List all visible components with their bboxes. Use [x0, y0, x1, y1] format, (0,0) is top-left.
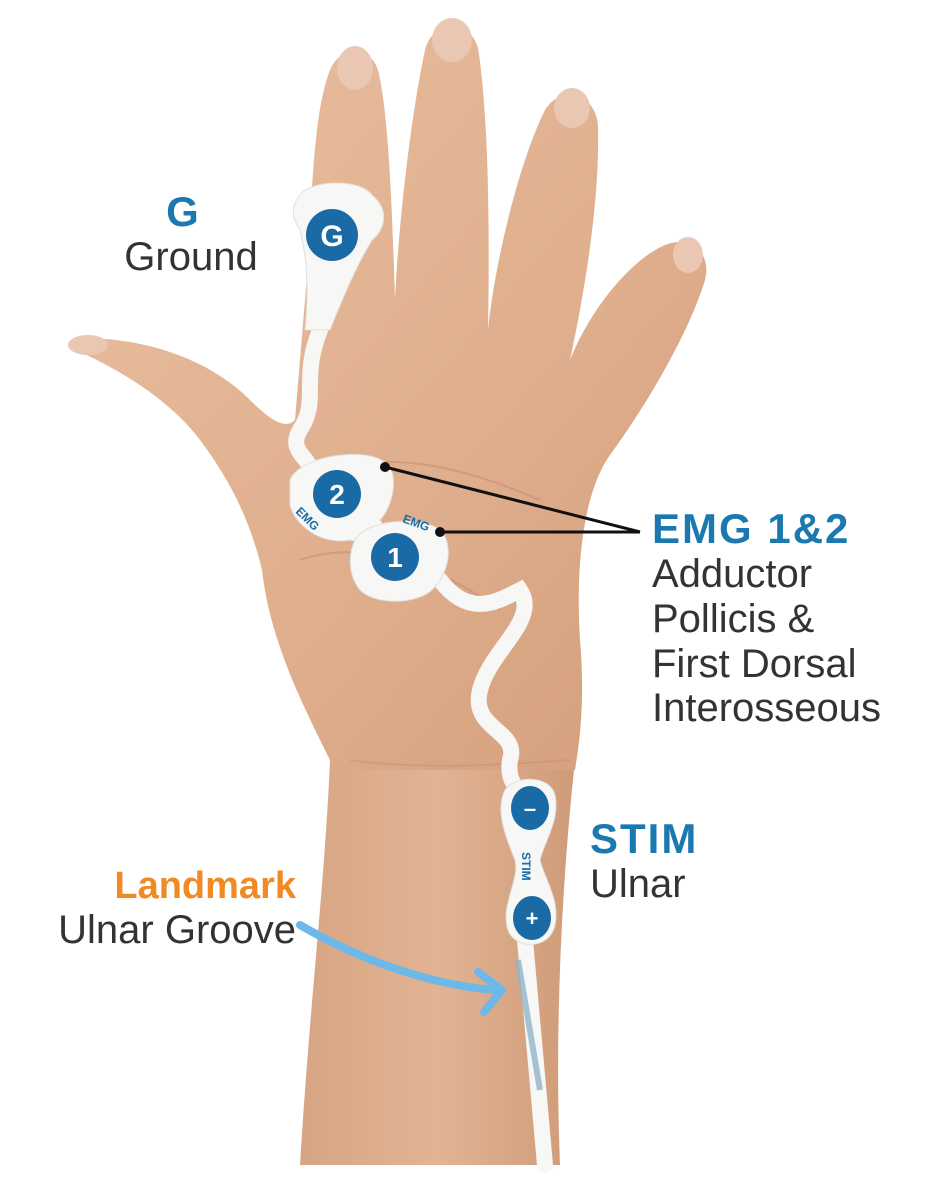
nail-little [673, 237, 703, 273]
ground-electrode-icon [306, 209, 358, 261]
stim-minus-electrode-icon [511, 786, 549, 830]
landmark-name: Ulnar Groove [58, 907, 296, 952]
emg2-electrode-icon [313, 470, 361, 518]
ground-label: G Ground [116, 188, 266, 280]
emg2-electrode-text: 2 [329, 479, 345, 510]
emg1-electrode-icon [371, 533, 419, 581]
stim-minus-text: – [524, 796, 536, 821]
stim-name: Ulnar [590, 862, 686, 907]
nail-index [337, 46, 373, 90]
palm [74, 26, 707, 770]
forearm [300, 760, 575, 1165]
stim-code: STIM [590, 815, 699, 862]
emg-code: EMG 1&2 [652, 505, 851, 552]
emg-label: EMG 1&2 Adductor Pollicis & First Dorsal… [652, 505, 881, 731]
emg1-electrode-text: 1 [387, 542, 403, 573]
stim-label: STIM Ulnar [590, 815, 698, 907]
nail-ring [554, 88, 590, 128]
leader-line [380, 462, 641, 537]
stim-tag: STIM [519, 852, 533, 881]
landmark-title: Landmark [114, 865, 296, 907]
emg-line-1: Adductor [652, 552, 813, 597]
nail-middle [432, 18, 472, 62]
ground-name: Ground [124, 235, 258, 280]
stim-plus-text: + [526, 906, 539, 931]
emg-line-2: Pollicis & [652, 596, 815, 641]
stim-plus-electrode-icon [513, 896, 551, 940]
emg-line-4: Interosseous [652, 686, 882, 731]
ground-electrode-text: G [320, 220, 343, 253]
emg-line-3: First Dorsal [652, 641, 857, 686]
curved-arrow-icon [296, 921, 506, 1016]
ground-code: G [166, 188, 201, 235]
nail-thumb [68, 335, 108, 355]
landmark-label: Landmark Ulnar Groove [30, 865, 296, 952]
electrode-strip: G 2 1 EMG EMG – + STIM [288, 182, 557, 1173]
